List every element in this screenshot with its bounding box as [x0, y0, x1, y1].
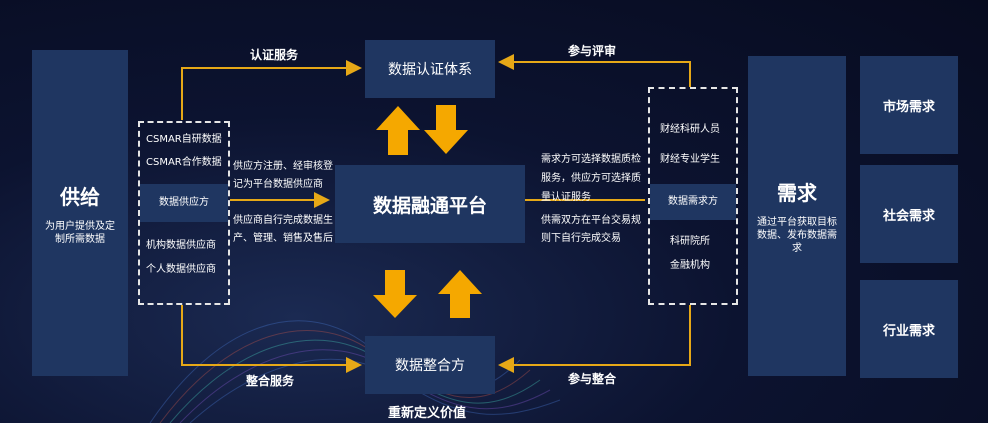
- label-join-integration: 参与整合: [568, 372, 617, 386]
- down-arrow-bottom: [373, 270, 417, 318]
- need-market: 市场需求: [860, 56, 958, 154]
- note-both-trade: 供需双方在平台交易规则下自行完成交易: [541, 215, 641, 244]
- demand-list: [648, 87, 738, 305]
- label-join-review: 参与评审: [568, 44, 617, 58]
- supply-title: 供给: [60, 184, 100, 209]
- demand-item-2: 数据需求方: [650, 184, 736, 220]
- demand-panel: 需求 通过平台获取目标数据、发布数据需求: [748, 56, 846, 376]
- demand-item-0: 财经科研人员: [660, 124, 720, 135]
- demand-title: 需求: [777, 181, 817, 205]
- need-industry: 行业需求: [860, 280, 958, 378]
- note-demander-choose: 需求方可选择数据质检服务，供应方可选择质量认证服务: [541, 154, 641, 203]
- demand-item-3: 科研院所: [670, 236, 710, 247]
- supply-list: [138, 121, 230, 305]
- note-supplier-register: 供应方注册、经审核登记为平台数据供应商: [233, 161, 333, 190]
- label-integration-service: 整合服务: [246, 374, 295, 388]
- demand-item-1: 财经专业学生: [660, 154, 720, 165]
- note-supplier-produce: 供应商自行完成数据生产、管理、销售及售后: [233, 215, 333, 244]
- supply-desc: 为用户提供及定制所需数据: [45, 220, 115, 245]
- up-arrow-bottom: [438, 270, 482, 318]
- need-social: 社会需求: [860, 165, 958, 263]
- supply-item-0: CSMAR自研数据: [146, 134, 222, 145]
- up-arrow-top: [376, 106, 420, 155]
- demand-item-4: 金融机构: [670, 260, 710, 271]
- edge-join-integration: [498, 305, 691, 373]
- supply-panel: 供给 为用户提供及定制所需数据: [32, 50, 128, 376]
- supply-item-4: 个人数据供应商: [146, 264, 216, 275]
- cert-system-box: 数据认证体系: [365, 40, 495, 98]
- label-cert-service: 认证服务: [250, 48, 299, 62]
- demand-desc: 通过平台获取目标数据、发布数据需求: [757, 217, 837, 254]
- edge-integration-service: [181, 305, 362, 373]
- supply-item-1: CSMAR合作数据: [146, 157, 222, 168]
- edge-cert-service: [181, 60, 362, 120]
- down-arrow-top: [424, 105, 468, 154]
- integrator-box: 数据整合方: [365, 336, 495, 394]
- supply-item-3: 机构数据供应商: [146, 240, 216, 251]
- edge-join-review: [498, 54, 691, 87]
- revalue-label: 重新定义价值: [388, 406, 467, 421]
- supply-item-2: 数据供应方: [140, 184, 228, 222]
- platform-box: 数据融通平台: [335, 165, 525, 243]
